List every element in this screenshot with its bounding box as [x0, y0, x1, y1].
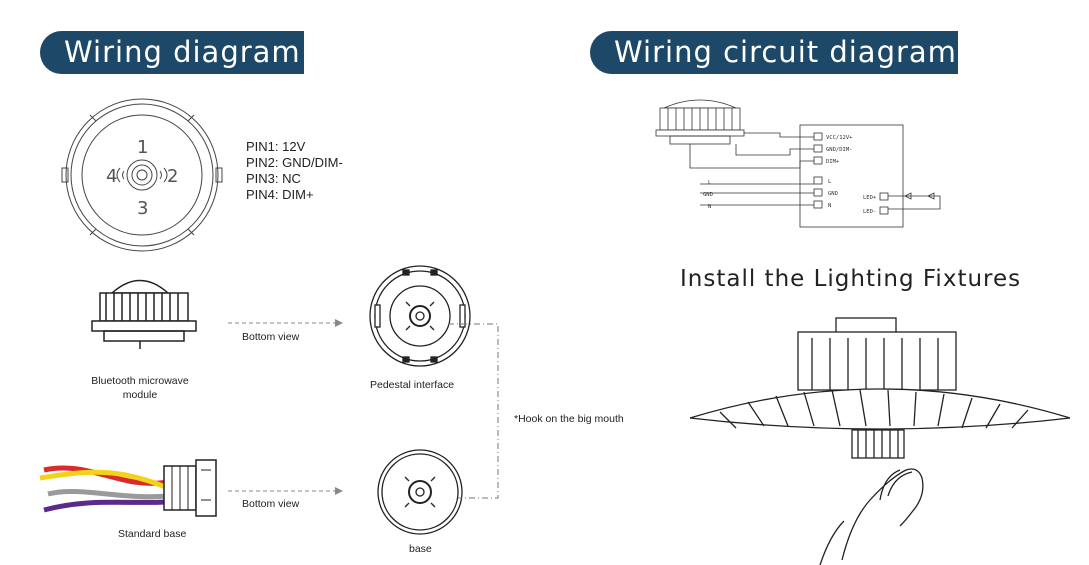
pin1-label: PIN1: 12V [246, 139, 306, 154]
pin-digit-3: 3 [137, 198, 148, 219]
pin4-label: PIN4: DIM+ [246, 187, 314, 202]
circuit-labels: VCC/12V+ GND/DIM- DIM+ L GND N L GND N L… [703, 135, 877, 215]
term-l: L [828, 179, 832, 185]
input-l: L [708, 180, 712, 186]
pin-list: PIN1: 12V PIN2: GND/DIM- PIN3: NC PIN4: … [246, 139, 343, 203]
led-minus: LED- [863, 209, 876, 215]
bottom-view-label-1: Bottom view [242, 331, 300, 343]
term-dim-plus: DIM+ [826, 159, 840, 165]
pin3-label: PIN3: NC [246, 171, 301, 186]
arrow-head-2 [335, 487, 343, 495]
term-gnd: GND [828, 191, 838, 197]
pedestal-interface-drawing [369, 265, 471, 367]
standard-base-label: Standard base [118, 528, 187, 540]
module-label: Bluetooth microwave module [91, 375, 189, 401]
bottom-view-label-2: Bottom view [242, 498, 300, 510]
term-gnd-dim: GND/DIM- [826, 147, 853, 153]
pin2-label: PIN2: GND/DIM- [246, 155, 343, 170]
wiring-circuit-title: Wiring circuit diagram [590, 31, 958, 74]
hook-bracket [448, 323, 499, 499]
base-label: base [409, 543, 432, 555]
led-plus: LED+ [863, 195, 877, 201]
pin-digit-2: 2 [167, 166, 178, 187]
input-gnd: GND [703, 192, 713, 198]
pedestal-label: Pedestal interface [370, 379, 455, 391]
term-vcc: VCC/12V+ [826, 135, 853, 141]
standard-base-drawing [39, 459, 217, 517]
module-side-view [91, 279, 197, 349]
term-n: N [828, 203, 831, 209]
circuit-diagram [655, 99, 941, 228]
pin-digit-4: 4 [106, 166, 117, 187]
install-title: Install the Lighting Fixtures [680, 266, 1022, 292]
input-n: N [708, 204, 711, 210]
arrow-head-1 [335, 319, 343, 327]
connector-top-view [61, 98, 223, 252]
pin-digit-1: 1 [137, 137, 148, 158]
wiring-diagram-title: Wiring diagram [40, 31, 304, 74]
hook-label: *Hook on the big mouth [514, 413, 624, 425]
connector-digits: 1 2 3 4 [106, 137, 178, 219]
lighting-fixture-drawing [689, 317, 1071, 565]
base-drawing [377, 449, 463, 535]
